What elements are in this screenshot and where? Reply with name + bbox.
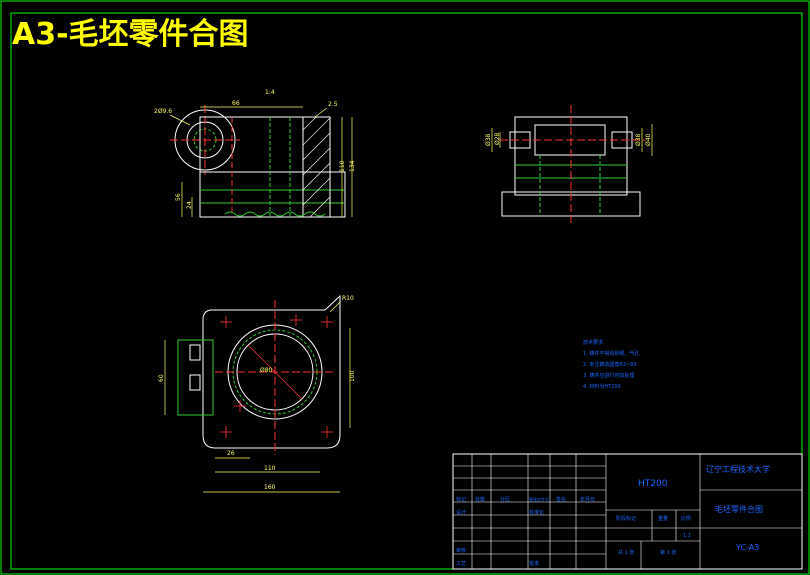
front-view: 66 1:4 2Ø9.6 2.5 110 134 56 24 bbox=[154, 89, 356, 218]
tb-scale-label: 比例 bbox=[681, 515, 691, 522]
top-view: Ø80 R10 60 100 26 110 160 bbox=[158, 294, 356, 493]
side-view: Ø38 Ø28 Ø38 Ø40 bbox=[485, 105, 653, 225]
tb-row-1-2: 标准化 bbox=[529, 509, 544, 516]
tb-sheet-count: 共 1 张 bbox=[618, 549, 634, 556]
tb-drawing-name: 毛坯零件合图 bbox=[715, 504, 763, 514]
dim-front-chamfer: 2.5 bbox=[328, 101, 338, 108]
tb-weight-label: 重量 bbox=[658, 515, 668, 522]
dim-top-radius: R10 bbox=[342, 295, 354, 302]
dim-front-hole-dia: 2Ø9.6 bbox=[154, 108, 172, 115]
tb-scale-value: 1:1 bbox=[683, 533, 691, 539]
dim-front-left-b: 24 bbox=[186, 201, 193, 209]
note-line-4: 4. 材料为HT200 bbox=[583, 383, 621, 390]
title-block: 标记 处数 分区 更改文件号 签名 年月日 设计 标准化 审核 工艺 批准 HT… bbox=[452, 453, 803, 570]
tb-row-0-5: 年月日 bbox=[580, 496, 595, 503]
dim-front-height-1: 110 bbox=[339, 160, 346, 172]
front-section-hatch bbox=[302, 116, 331, 218]
tb-row-0-2: 分区 bbox=[500, 496, 510, 503]
top-outline bbox=[202, 294, 341, 449]
dim-side-right-a: Ø38 bbox=[635, 133, 642, 146]
dim-top-bottom-b: 110 bbox=[264, 465, 276, 472]
tb-row-0-0: 标记 bbox=[456, 496, 466, 503]
dim-top-right-height: 100 bbox=[349, 370, 356, 382]
tb-school: 辽宁工程技术大学 bbox=[706, 464, 770, 474]
tb-row-3-0: 工艺 bbox=[456, 561, 466, 567]
technical-notes: 技术要求 1. 铸件不得有砂眼、气孔 2. 未注铸造圆角R3~R5 3. 铸件应… bbox=[583, 339, 639, 390]
dim-front-left-a: 56 bbox=[175, 193, 182, 201]
dim-top-left-height: 60 bbox=[158, 374, 165, 382]
tb-stage-label: 阶段标记 bbox=[616, 515, 636, 522]
dim-side-right-b: Ø40 bbox=[645, 133, 652, 146]
tb-row-2-0: 审核 bbox=[456, 547, 466, 554]
inner-frame bbox=[10, 12, 803, 570]
dim-top-bottom-c: 160 bbox=[264, 484, 276, 491]
dim-front-top-label: 1:4 bbox=[265, 89, 275, 96]
note-line-2: 2. 未注铸造圆角R3~R5 bbox=[583, 361, 637, 368]
dim-top-dia: Ø80 bbox=[260, 367, 273, 374]
dim-side-left-a: Ø38 bbox=[485, 133, 492, 146]
tb-drawing-no: YC-A3 bbox=[735, 543, 759, 552]
dim-side-left-b: Ø28 bbox=[494, 132, 501, 145]
note-line-1: 1. 铸件不得有砂眼、气孔 bbox=[583, 350, 639, 357]
tb-row-3-2: 批准 bbox=[529, 560, 539, 567]
front-body bbox=[199, 116, 331, 218]
tb-material: HT200 bbox=[638, 479, 668, 489]
tb-row-0-3: 更改文件号 bbox=[529, 496, 549, 502]
dim-top-bottom-a: 26 bbox=[227, 450, 235, 457]
tb-sheet-no: 第 1 张 bbox=[660, 549, 676, 556]
note-line-3: 3. 铸件应进行时效处理 bbox=[583, 372, 634, 379]
note-line-0: 技术要求 bbox=[583, 339, 603, 346]
dim-front-height-2: 134 bbox=[349, 160, 356, 172]
tb-row-0-4: 签名 bbox=[556, 496, 566, 503]
tb-row-1-0: 设计 bbox=[456, 509, 466, 516]
dim-front-width-top: 66 bbox=[232, 100, 240, 107]
tb-row-0-1: 处数 bbox=[475, 496, 485, 503]
sheet-title: A3-毛坯零件合图 bbox=[12, 17, 249, 52]
